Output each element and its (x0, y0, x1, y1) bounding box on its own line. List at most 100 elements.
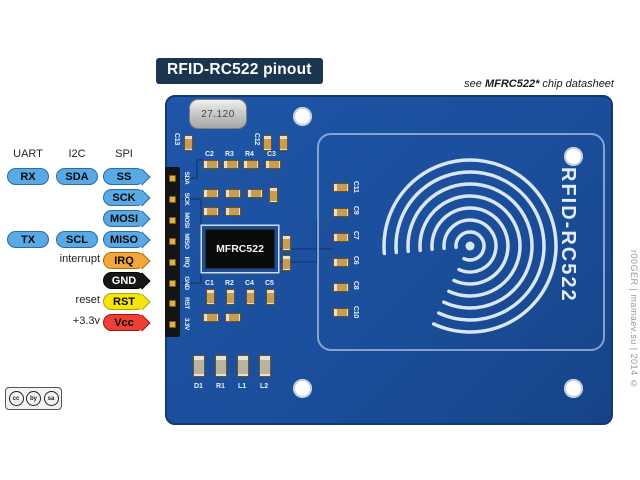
author-watermark: r00GER | mamaev.su | 2014 © (629, 250, 639, 390)
header-pin (169, 280, 176, 287)
column-header-uart: UART (13, 148, 43, 160)
crystal-oscillator: 27.120 (189, 99, 247, 129)
silkscreen-pin-sck: SCK (183, 192, 190, 206)
pin-pill-vcc: Vcc (103, 314, 145, 331)
smd-capacitor (333, 308, 349, 317)
smd-component (282, 235, 291, 251)
smd-capacitor (246, 289, 255, 305)
column-header-i2c: I2C (68, 148, 86, 160)
board-name-silkscreen: RFID-RC522 (557, 167, 579, 303)
antenna-loop-trace (317, 133, 605, 351)
smd-diode (193, 355, 205, 377)
component-label: C8 (352, 281, 359, 290)
component-label: C7 (352, 231, 359, 240)
pin-pill-rst: RST (103, 293, 145, 310)
component-label: C10 (352, 306, 359, 318)
pin-note-reset: reset (75, 294, 100, 306)
header-pin (169, 175, 176, 182)
pin-pill-gnd: GND (103, 272, 145, 289)
silkscreen-pin-sda: SDA (183, 171, 190, 185)
pin-note-33v: +3.3v (72, 315, 100, 327)
component-label: R2 (225, 280, 234, 287)
cc-by-icon: by (26, 391, 41, 406)
silkscreen-pin-rst: RST (183, 296, 190, 310)
smd-component (225, 207, 241, 216)
component-label: R1 (216, 383, 225, 390)
component-label: C3 (267, 151, 276, 158)
cc-sa-icon: sa (43, 391, 59, 406)
header-pin (169, 196, 176, 203)
smd-resistor (226, 289, 235, 305)
smd-resistor (223, 160, 239, 169)
rc522-board: 27.120 SDA SCK MOSI MISO IRQ GND RST 3.3… (165, 95, 613, 425)
silkscreen-pin-gnd: GND (183, 276, 190, 290)
smd-capacitor (266, 289, 275, 305)
pin-pill-irq: IRQ (103, 252, 145, 269)
header-pin (169, 238, 176, 245)
smd-capacitor (333, 283, 349, 292)
smd-capacitor (279, 135, 288, 151)
smd-component (225, 189, 241, 198)
page-title: RFID-RC522 pinout (156, 58, 323, 84)
component-label: C11 (352, 181, 359, 193)
smd-component (269, 187, 278, 203)
smd-capacitor (333, 208, 349, 217)
note-chip-name: MFRC522* (484, 78, 540, 90)
component-label: C6 (352, 256, 359, 265)
note-prefix: see (464, 78, 485, 90)
smd-capacitor (333, 233, 349, 242)
smd-capacitor (265, 160, 281, 169)
pin-pill-scl: SCL (56, 231, 98, 248)
silkscreen-pin-33v: 3.3V (183, 317, 190, 331)
smd-capacitor (206, 289, 215, 305)
smd-capacitor (203, 160, 219, 169)
pin-pill-tx: TX (7, 231, 49, 248)
component-label: D1 (194, 383, 203, 390)
component-label: R3 (225, 151, 234, 158)
smd-component (203, 313, 219, 322)
pin-pill-ss: SS (103, 168, 145, 185)
silkscreen-pin-irq: IRQ (183, 256, 190, 268)
pin-header (165, 167, 180, 337)
cc-license-badge: cc by sa (5, 387, 62, 410)
smd-component (225, 313, 241, 322)
mounting-hole (293, 107, 312, 126)
component-label: C13 (173, 133, 180, 145)
smd-inductor (237, 355, 249, 377)
component-label: L1 (238, 383, 247, 390)
smd-resistor (243, 160, 259, 169)
component-label: C9 (352, 206, 359, 215)
mounting-hole (564, 379, 583, 398)
note-suffix: chip datasheet (539, 78, 614, 90)
component-label: C1 (205, 280, 214, 287)
smd-capacitor (333, 183, 349, 192)
smd-component (203, 189, 219, 198)
component-label: C2 (205, 151, 214, 158)
smd-resistor (215, 355, 227, 377)
smd-capacitor (184, 135, 193, 151)
smd-inductor (259, 355, 271, 377)
pin-pill-miso: MISO (103, 231, 145, 248)
pin-pill-sda: SDA (56, 168, 98, 185)
component-label: C5 (265, 280, 274, 287)
pin-note-interrupt: interrupt (59, 253, 100, 265)
header-pin (169, 300, 176, 307)
header-pin (169, 321, 176, 328)
pin-pill-mosi: MOSI (103, 210, 145, 227)
smd-component (247, 189, 263, 198)
component-label: C12 (253, 133, 260, 145)
mounting-hole (293, 379, 312, 398)
mfrc522-chip: MFRC522 (205, 229, 275, 269)
mounting-hole (564, 147, 583, 166)
pin-pill-rx: RX (7, 168, 49, 185)
smd-capacitor (333, 258, 349, 267)
smd-component (282, 255, 291, 271)
datasheet-note: see MFRC522* chip datasheet (464, 78, 614, 90)
column-header-spi: SPI (115, 148, 133, 160)
component-label: R4 (245, 151, 254, 158)
component-label: C4 (245, 280, 254, 287)
pin-pill-sck: SCK (103, 189, 145, 206)
smd-component (203, 207, 219, 216)
silkscreen-pin-mosi: MOSI (183, 212, 190, 228)
